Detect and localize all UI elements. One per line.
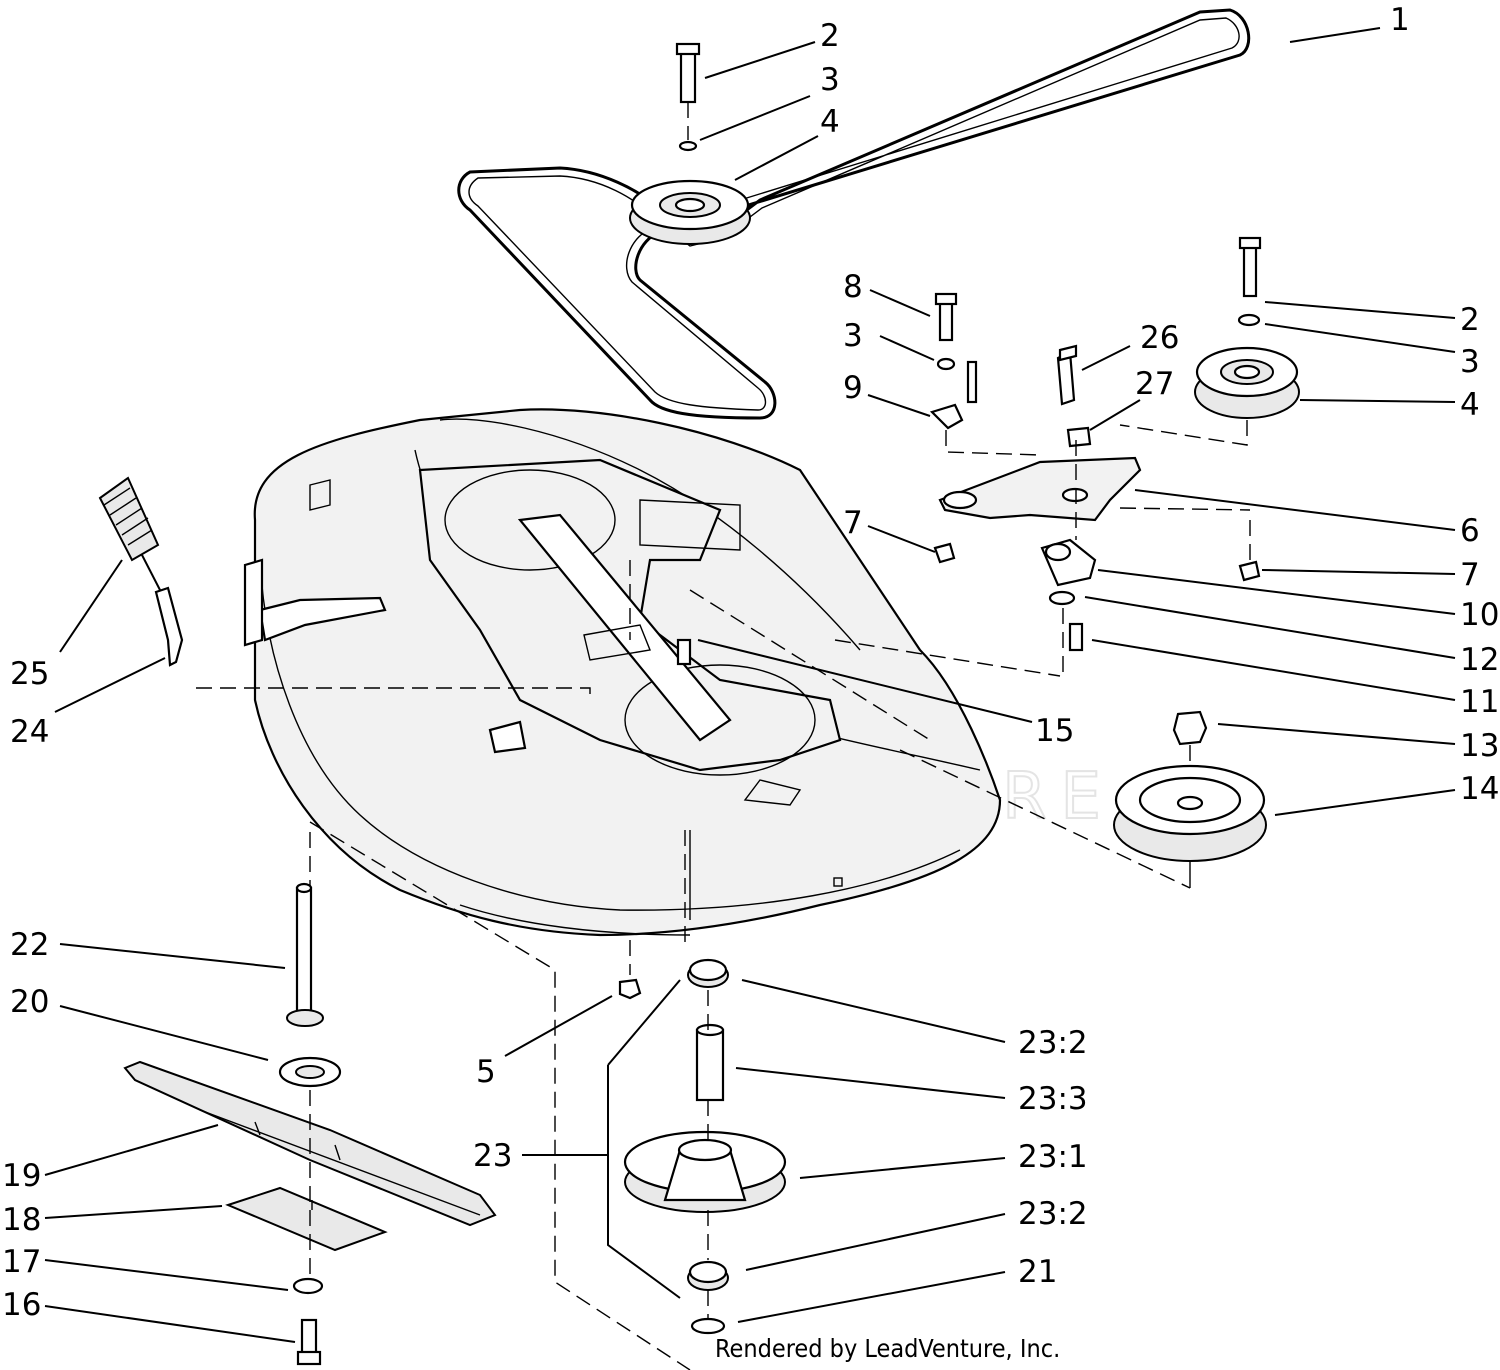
callout-3: 3: [843, 318, 863, 354]
callout-23-2: 23:2: [1018, 1196, 1088, 1232]
callout-13: 13: [1460, 728, 1499, 764]
callout-3: 3: [820, 62, 840, 98]
callout-20: 20: [10, 984, 49, 1020]
callout-12: 12: [1460, 642, 1499, 678]
callout-8: 8: [843, 269, 863, 305]
callout-16: 16: [2, 1287, 41, 1323]
callout-17: 17: [2, 1244, 41, 1280]
callout-26: 26: [1140, 320, 1179, 356]
callout-10: 10: [1460, 597, 1499, 633]
callout-27: 27: [1135, 366, 1174, 402]
callout-14: 14: [1460, 771, 1499, 807]
assembly-lines: [196, 560, 1191, 1370]
callout-3: 3: [1460, 344, 1480, 380]
idler-arm-bracket: [929, 292, 1261, 676]
callout-21: 21: [1018, 1254, 1057, 1290]
callout-24: 24: [10, 714, 49, 750]
callout-2: 2: [820, 18, 840, 54]
callout-23-3: 23:3: [1018, 1081, 1088, 1117]
callout-5: 5: [476, 1054, 496, 1090]
callout-22: 22: [10, 927, 49, 963]
render-credit: Rendered by LeadVenture, Inc.: [715, 1334, 1060, 1363]
callout-23-1: 23:1: [1018, 1139, 1088, 1175]
callout-15: 15: [1035, 713, 1074, 749]
callout-6: 6: [1460, 513, 1480, 549]
deck-pulley: [1113, 710, 1267, 888]
idler-pulley-right: [1119, 236, 1300, 446]
blade-assembly: [123, 882, 497, 1366]
callout-23-2: 23:2: [1018, 1025, 1088, 1061]
callout-4: 4: [820, 104, 840, 140]
idler-pulley-top: [629, 42, 751, 245]
nut-5: [618, 978, 642, 1000]
drive-belt: [457, 8, 1251, 420]
callout-9: 9: [843, 370, 863, 406]
callout-23: 23: [473, 1138, 512, 1174]
callout-7: 7: [843, 505, 863, 541]
callout-25: 25: [10, 656, 49, 692]
callouts: 1 2 3 4 8 3 26 27 9 2 3 4 7 6 7 10 12 11…: [2, 2, 1499, 1323]
callout-18: 18: [2, 1202, 41, 1238]
callout-4: 4: [1460, 387, 1480, 423]
callout-2: 2: [1460, 302, 1480, 338]
spring-and-rod: [98, 476, 184, 667]
callout-7: 7: [1460, 557, 1480, 593]
leader-lines: [44, 27, 1456, 1343]
callout-11: 11: [1460, 684, 1499, 720]
callout-1: 1: [1390, 2, 1410, 38]
callout-19: 19: [2, 1158, 41, 1194]
mower-deck: [243, 408, 1002, 937]
spindle-assembly: [623, 958, 787, 1335]
